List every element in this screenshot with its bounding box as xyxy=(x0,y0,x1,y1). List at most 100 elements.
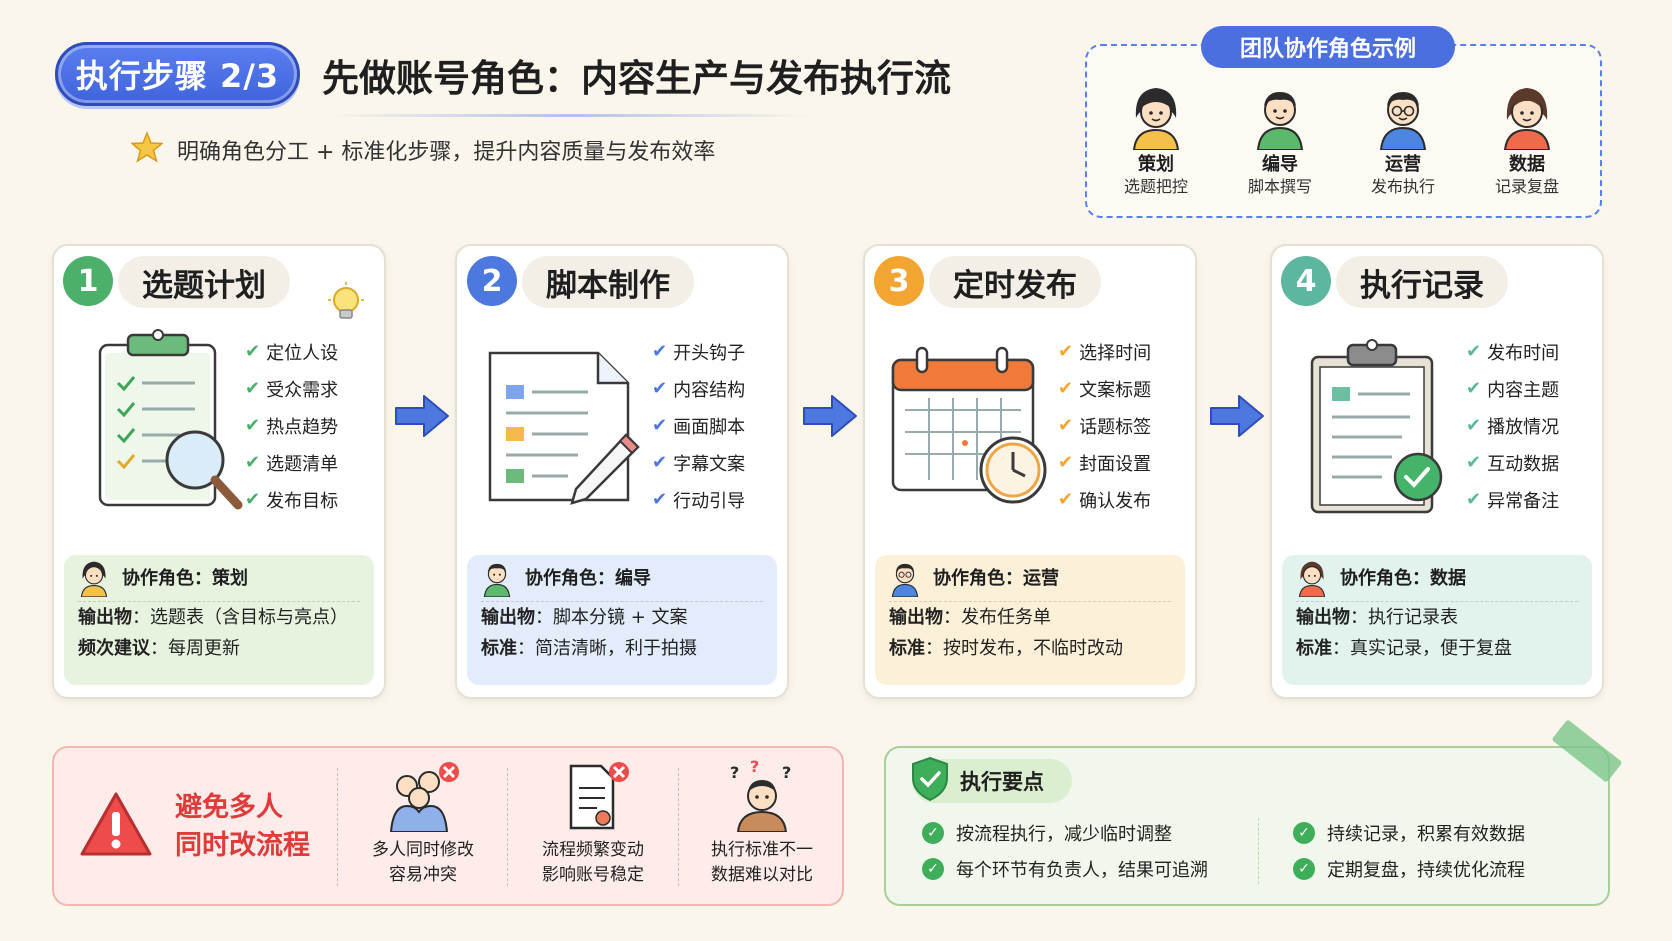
team-member-planner: 策划 选题把控 xyxy=(1101,80,1211,198)
warning-icon xyxy=(80,792,152,856)
team-member-desc: 脚本撰写 xyxy=(1247,177,1312,196)
check-item: ✔受众需求 xyxy=(245,378,339,401)
clipboard-magnifier-icon xyxy=(98,329,243,510)
director-avatar-icon xyxy=(1256,92,1304,150)
team-member-desc: 选题把控 xyxy=(1123,177,1188,196)
check-icon: ✔ xyxy=(652,341,668,362)
step-role-panel-4: 协作角色：数据 输出物：执行记录表 标准：真实记录，便于复盘 xyxy=(1282,555,1592,685)
role-heading: 协作角色：数据 xyxy=(1282,555,1592,599)
check-icon: ✔ xyxy=(1466,341,1482,362)
role-standard: 标准：简洁清晰，利于拍摄 xyxy=(481,638,697,659)
confused-person-icon: ? ? ? xyxy=(730,760,791,832)
svg-text:?: ? xyxy=(750,760,759,776)
step-badge: 执行步骤 2/3 xyxy=(55,42,300,106)
calendar-clock-icon xyxy=(891,346,1047,504)
check-item: ✔话题标签 xyxy=(1058,415,1152,438)
check-item: ✔热点趋势 xyxy=(245,415,339,438)
team-roles-box xyxy=(1085,44,1602,218)
check-icon: ✔ xyxy=(1466,415,1482,436)
role-heading: 协作角色：编导 xyxy=(467,555,777,599)
check-icon: ✔ xyxy=(1058,378,1074,399)
operator-avatar-icon xyxy=(891,563,919,597)
team-member-data: 数据 记录复盘 xyxy=(1472,80,1582,198)
team-member-desc: 发布执行 xyxy=(1370,177,1435,196)
check-item: ✔文案标题 xyxy=(1058,378,1152,401)
planner-avatar-icon xyxy=(1132,88,1180,150)
execution-point: ✓定期复盘，持续优化流程 xyxy=(1293,856,1525,882)
check-icon: ✔ xyxy=(245,341,261,362)
shield-check-icon xyxy=(912,756,948,802)
check-item: ✔封面设置 xyxy=(1058,452,1152,475)
people-conflict-icon xyxy=(389,762,459,832)
director-avatar-icon xyxy=(483,563,511,597)
check-item: ✔选择时间 xyxy=(1058,341,1152,364)
document-pencil-icon xyxy=(488,351,640,505)
check-icon: ✔ xyxy=(245,415,261,436)
data-avatar-icon xyxy=(1503,88,1551,150)
check-item: ✔开头钩子 xyxy=(652,341,746,364)
check-item: ✔画面脚本 xyxy=(652,415,746,438)
team-member-name: 运营 xyxy=(1385,154,1421,175)
check-item: ✔互动数据 xyxy=(1466,452,1560,475)
check-icon: ✔ xyxy=(652,452,668,473)
warning-item-standards: ? ? ? 执行标准不一 数据难以对比 xyxy=(677,760,847,888)
execution-point: ✓每个环节有负责人，结果可追溯 xyxy=(922,856,1208,882)
check-icon: ✓ xyxy=(922,822,944,844)
team-member-operator: 运营 发布执行 xyxy=(1348,80,1458,198)
role-standard: 标准：真实记录，便于复盘 xyxy=(1296,638,1512,659)
team-member-name: 编导 xyxy=(1262,154,1298,175)
svg-text:?: ? xyxy=(730,763,739,782)
check-icon: ✔ xyxy=(245,489,261,510)
check-item: ✔行动引导 xyxy=(652,489,746,512)
check-icon: ✔ xyxy=(1058,452,1074,473)
check-item: ✔选题清单 xyxy=(245,452,339,475)
check-item: ✔异常备注 xyxy=(1466,489,1560,512)
planner-avatar-icon xyxy=(80,561,108,597)
lightbulb-icon xyxy=(328,282,364,319)
check-icon: ✔ xyxy=(1466,452,1482,473)
data-avatar-icon xyxy=(1298,561,1326,597)
role-heading: 协作角色：运营 xyxy=(875,555,1185,599)
check-item: ✔内容主题 xyxy=(1466,378,1560,401)
document-error-icon xyxy=(569,762,629,830)
step-role-panel-2: 协作角色：编导 输出物：脚本分镜 + 文案 标准：简洁清晰，利于拍摄 xyxy=(467,555,777,685)
flow-arrow-icon xyxy=(395,395,449,437)
step-title-2: 脚本制作 xyxy=(522,256,694,308)
check-icon: ✔ xyxy=(652,415,668,436)
step-checklist-2: ✔开头钩子 ✔内容结构 ✔画面脚本 ✔字幕文案 ✔行动引导 xyxy=(652,333,782,518)
role-separator xyxy=(1296,601,1578,602)
step-role-panel-3: 协作角色：运营 输出物：发布任务单 标准：按时发布，不临时改动 xyxy=(875,555,1185,685)
check-item: ✔播放情况 xyxy=(1466,415,1560,438)
team-member-name: 策划 xyxy=(1138,154,1174,175)
execution-point: ✓按流程执行，减少临时调整 xyxy=(922,820,1172,846)
execution-divider xyxy=(1258,818,1259,884)
role-output: 输出物：脚本分镜 + 文案 xyxy=(481,607,688,628)
step-title-4: 执行记录 xyxy=(1336,256,1508,308)
role-standard: 标准：按时发布，不临时改动 xyxy=(889,638,1123,659)
check-icon: ✔ xyxy=(1058,415,1074,436)
warning-item-changes: 流程频繁变动 影响账号稳定 xyxy=(508,760,678,888)
team-member-name: 数据 xyxy=(1509,154,1545,175)
step-number-3: 3 xyxy=(874,256,924,306)
clipboard-check-icon xyxy=(1310,339,1443,514)
check-item: ✔发布目标 xyxy=(245,489,339,512)
team-roles-title: 团队协作角色示例 xyxy=(1201,26,1455,68)
svg-text:?: ? xyxy=(782,763,791,782)
page-subtitle: 明确角色分工 + 标准化步骤，提升内容质量与发布效率 xyxy=(177,140,716,165)
step-number-1: 1 xyxy=(63,256,113,306)
warning-item-conflict: 多人同时修改 容易冲突 xyxy=(338,760,508,888)
warning-title: 避免多人 同时改流程 xyxy=(175,792,310,861)
check-item: ✔定位人设 xyxy=(245,341,339,364)
role-heading: 协作角色：策划 xyxy=(64,555,374,599)
check-icon: ✓ xyxy=(1293,858,1315,880)
flow-arrow-icon xyxy=(1210,395,1264,437)
warning-divider xyxy=(678,768,679,886)
step-checklist-3: ✔选择时间 ✔文案标题 ✔话题标签 ✔封面设置 ✔确认发布 xyxy=(1058,333,1188,518)
step-number-2: 2 xyxy=(467,256,517,306)
role-output: 输出物：选题表（含目标与亮点） xyxy=(78,607,348,628)
check-icon: ✔ xyxy=(245,378,261,399)
execution-point: ✓持续记录，积累有效数据 xyxy=(1293,820,1525,846)
team-member-director: 编导 脚本撰写 xyxy=(1225,80,1335,198)
role-output: 输出物：发布任务单 xyxy=(889,607,1051,628)
team-member-desc: 记录复盘 xyxy=(1494,177,1559,196)
